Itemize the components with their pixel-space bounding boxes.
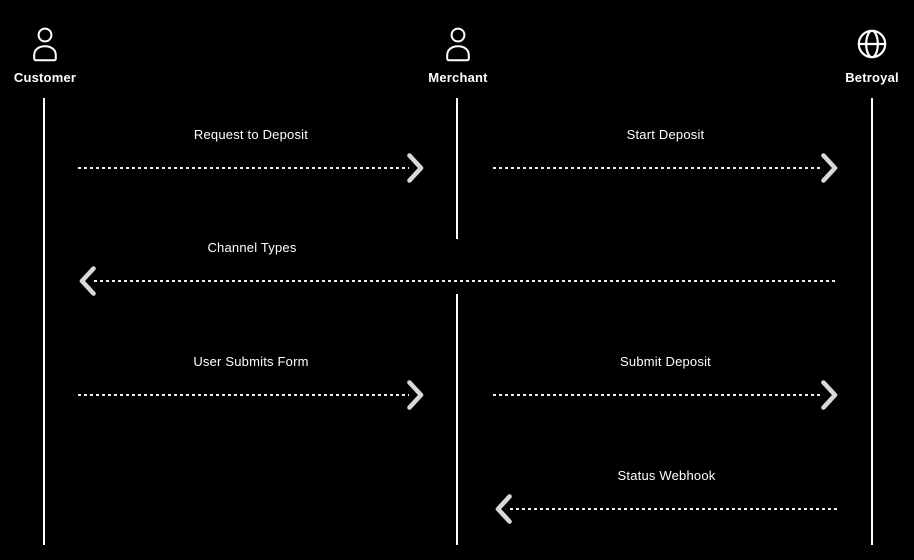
dotted-arrow-line	[78, 167, 409, 169]
actor-label-betroyal: Betroyal	[845, 70, 899, 85]
dotted-arrow-line	[510, 508, 838, 510]
message-start-deposit: Start Deposit	[493, 126, 838, 184]
person-icon	[33, 27, 57, 62]
dotted-arrow-line	[94, 280, 838, 282]
dotted-arrow-line	[493, 167, 823, 169]
message-submit-deposit: Submit Deposit	[493, 353, 838, 411]
arrowhead-right-icon	[407, 380, 424, 410]
dotted-arrow-line	[78, 394, 409, 396]
globe-icon	[857, 29, 887, 59]
arrowhead-right-icon	[821, 380, 838, 410]
arrowhead-left-icon	[79, 266, 96, 296]
actor-merchant: Merchant	[398, 24, 518, 86]
actor-customer: Customer	[0, 24, 105, 86]
dotted-arrow-line	[493, 394, 823, 396]
actor-label-merchant: Merchant	[428, 70, 488, 85]
message-label: Submit Deposit	[620, 354, 711, 369]
arrowhead-right-icon	[821, 153, 838, 183]
message-label: Start Deposit	[626, 127, 705, 142]
message-label: Channel Types	[207, 240, 297, 255]
lifeline-customer	[43, 98, 45, 545]
message-user-submits-form: User Submits Form	[78, 353, 424, 411]
person-icon	[446, 27, 470, 62]
actor-label-customer: Customer	[13, 70, 77, 85]
message-label: User Submits Form	[193, 354, 309, 369]
arrowhead-right-icon	[407, 153, 424, 183]
message-channel-types: Channel Types	[79, 239, 838, 297]
actor-betroyal: Betroyal	[812, 24, 914, 86]
message-label: Status Webhook	[617, 468, 716, 483]
message-request-to-deposit: Request to Deposit	[78, 126, 424, 184]
message-status-webhook: Status Webhook	[495, 467, 838, 525]
lifeline-merchant-lower	[456, 294, 458, 545]
lifeline-betroyal	[871, 98, 873, 545]
lifeline-merchant-upper	[456, 98, 458, 239]
arrowhead-left-icon	[495, 494, 512, 524]
message-label: Request to Deposit	[193, 127, 309, 142]
